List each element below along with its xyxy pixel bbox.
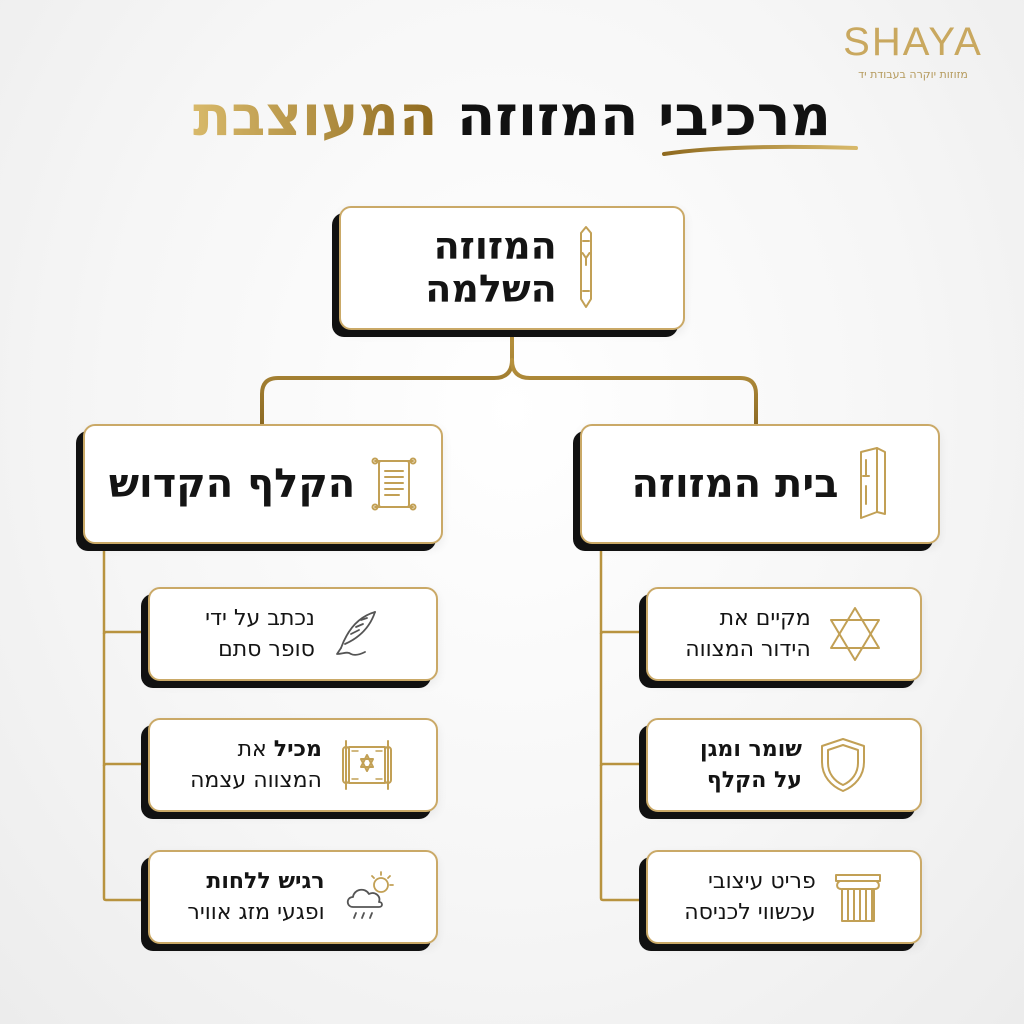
- item-text-line-1: את: [237, 736, 274, 762]
- parchment-item-3: רגיש ללחות ופגעי מזג אוויר: [148, 850, 438, 944]
- root-label-line-1: המזוזה: [433, 224, 557, 269]
- item-text-line-2: המצווה עצמה: [190, 768, 322, 793]
- branch-label-case: בית המזוזה: [631, 461, 839, 507]
- mezuzah-box-icon: [855, 446, 889, 522]
- item-bold-text: מכיל: [273, 736, 322, 762]
- item-text-line-2: ופגעי מזג אוויר: [187, 900, 325, 925]
- item-text-line-1: פריט עיצובי: [707, 868, 816, 894]
- item-text-line-2: סופר סתם: [218, 637, 315, 662]
- branch-card-case: בית המזוזה: [580, 424, 940, 544]
- branch-card-parchment: הקלף הקדוש: [83, 424, 443, 544]
- page-title: מרכיבי המזוזה המעוצבת: [0, 87, 1024, 147]
- item-text-line-2: על הקלף: [706, 768, 802, 793]
- root-card: המזוזה השלמה: [339, 206, 685, 330]
- brand-tagline: מזוזות יוקרה בעבודת יד: [858, 68, 968, 81]
- case-item-3: פריט עיצובי עכשווי לכניסה: [646, 850, 922, 944]
- item-text-line-1: נכתב על ידי: [205, 605, 315, 631]
- title-part-2: המעוצבת: [192, 84, 438, 149]
- brand-name: SHAYA: [843, 20, 983, 64]
- brand-logo: SHAYA מזוזות יוקרה בעבודת יד: [828, 22, 998, 81]
- item-bold-text: רגיש ללחות: [206, 868, 325, 894]
- mezuzah-case-icon: [573, 225, 599, 311]
- case-item-1: מקיים את הידור המצווה: [646, 587, 922, 681]
- weather-icon: [341, 869, 399, 925]
- shield-icon: [818, 736, 868, 794]
- title-underline-swoosh: [662, 144, 858, 156]
- column-icon: [832, 869, 884, 925]
- scroll-icon: [371, 455, 417, 513]
- root-label-line-2: השלמה: [425, 267, 557, 311]
- branch-label-parchment: הקלף הקדוש: [108, 461, 356, 507]
- item-text-line-2: הידור המצווה: [685, 637, 811, 662]
- item-bold-text: שומר ומגן: [700, 736, 802, 762]
- parchment-item-2: מכיל את המצווה עצמה: [148, 718, 438, 812]
- item-text-line-1: מקיים את: [719, 605, 811, 631]
- title-part-1: מרכיבי המזוזה: [456, 84, 832, 149]
- quill-icon: [331, 608, 381, 660]
- case-item-2: שומר ומגן על הקלף: [646, 718, 922, 812]
- torah-scroll-icon: [338, 737, 396, 793]
- item-text-line-2: עכשווי לכניסה: [684, 900, 816, 925]
- parchment-item-1: נכתב על ידי סופר סתם: [148, 587, 438, 681]
- star-of-david-icon: [827, 604, 883, 664]
